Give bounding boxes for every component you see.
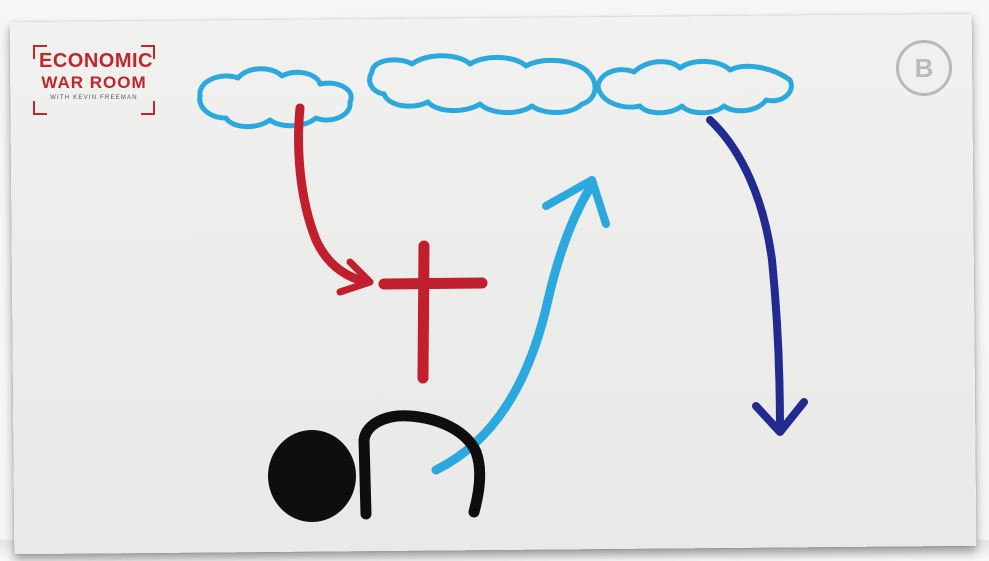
person-figure xyxy=(268,416,480,522)
cross-vertical xyxy=(423,246,424,378)
person-body xyxy=(364,416,480,514)
navy-curved-arrow-down xyxy=(710,120,780,430)
badge-letter: B xyxy=(915,53,934,84)
logo-host: with KEVIN FREEMAN xyxy=(39,95,149,101)
economic-war-room-logo: ECONOMIC WAR ROOM with KEVIN FREEMAN xyxy=(33,45,155,115)
cloud-middle xyxy=(370,56,595,113)
cloud-left xyxy=(200,69,351,127)
logo-subtitle: WAR ROOM xyxy=(39,74,149,92)
cloud-right xyxy=(598,61,791,112)
channel-badge-icon: B xyxy=(896,40,952,96)
person-head xyxy=(268,430,356,522)
logo-title: ECONOMIC xyxy=(39,50,149,72)
cross-horizontal xyxy=(384,283,482,284)
red-curved-arrow xyxy=(299,108,366,282)
